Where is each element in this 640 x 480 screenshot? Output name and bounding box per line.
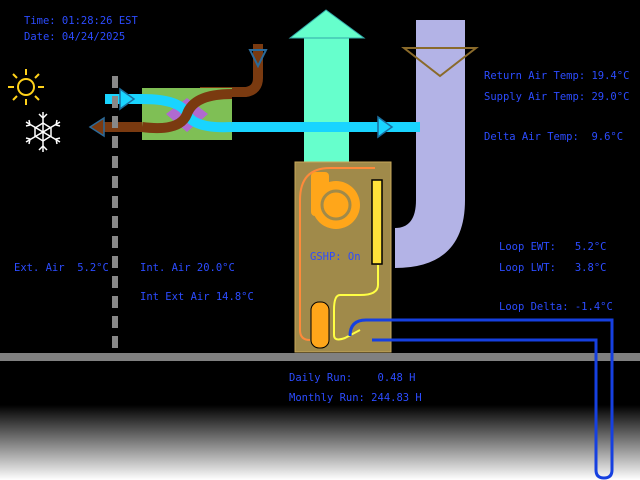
monthly-run: Monthly Run: 244.83 H: [289, 392, 422, 404]
supply-air-arrow: [288, 9, 366, 39]
date-label: Date: 04/24/2025: [24, 31, 126, 43]
snowflake-icon: [25, 112, 61, 152]
ground-loop: [348, 318, 614, 480]
return-vent-arrow: [248, 49, 268, 69]
return-duct: [395, 20, 465, 268]
return-air-temp: Return Air Temp: 19.4°C: [484, 70, 630, 82]
time-label: Time: 01:28:26 EST: [24, 15, 138, 27]
daily-run: Daily Run: 0.48 H: [289, 372, 416, 384]
ground-fill: [0, 405, 640, 480]
supply-air-temp: Supply Air Temp: 29.0°C: [484, 91, 630, 103]
loop-lwt: Loop LWT: 3.8°C: [499, 262, 607, 274]
fresh-air-supply-line: [190, 122, 420, 132]
ext-air-temp: Ext. Air 5.2°C: [14, 262, 109, 274]
compressor-icon: [310, 301, 330, 349]
exhaust-air-line: [100, 122, 145, 132]
loop-delta: Loop Delta: -1.4°C: [499, 301, 613, 313]
blower-fan-icon: [312, 181, 360, 229]
exhaust-arrow: [88, 116, 105, 138]
supply-flow-arrow: [377, 115, 394, 139]
stale-air-return-line: [200, 44, 263, 97]
loop-ewt: Loop EWT: 5.2°C: [499, 241, 607, 253]
coil-icon: [371, 179, 383, 265]
delta-air-temp: Delta Air Temp: 9.6°C: [484, 131, 624, 143]
gshp-status: GSHP: On: [310, 251, 361, 263]
ground-line: [0, 353, 640, 361]
intake-arrow: [119, 87, 136, 111]
return-air-arrow: [401, 47, 479, 78]
int-air-temp: Int. Air 20.0°C: [140, 262, 235, 274]
sun-icon: [8, 69, 44, 105]
int-ext-air-temp: Int Ext Air 14.8°C: [140, 291, 254, 303]
supply-duct: [304, 38, 349, 162]
